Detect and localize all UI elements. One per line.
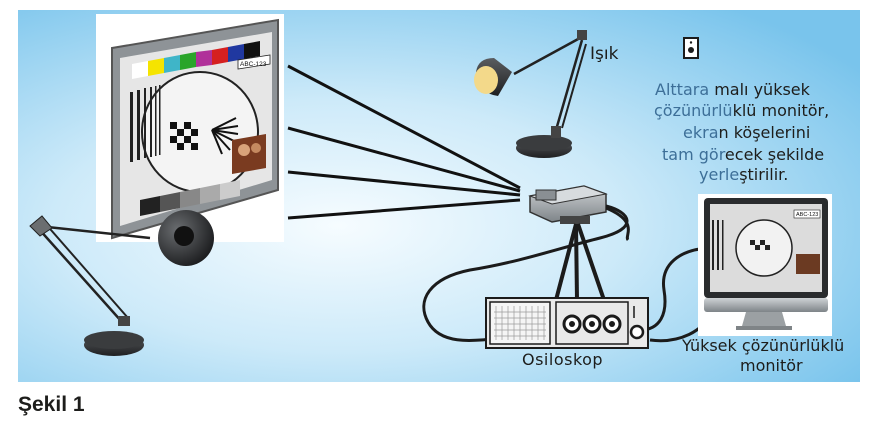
lamp-left (29, 210, 214, 356)
note-line-1: Alttara malı yüksek (655, 80, 810, 99)
oscilloscope-label: Osiloskop (522, 350, 604, 369)
speaker-icon (683, 37, 699, 59)
note-line-4-part-a: tam gör (662, 145, 725, 164)
figure-caption: Şekil 1 (18, 393, 85, 416)
note-line-3: ekran köşelerini (683, 123, 810, 142)
lamp-right (474, 30, 587, 158)
chart-label-2: ABC-123 (796, 212, 818, 218)
note-line-2: çözünürlüklü monitör, (654, 101, 829, 120)
camera (528, 185, 608, 224)
monitor-label-line-1: Yüksek çözünürlüklü (682, 336, 845, 355)
note-line-3-part-b: n köşelerini (718, 123, 811, 142)
monitor: ABC-123 (698, 194, 832, 336)
note-line-5-part-b: ştirilir. (739, 165, 789, 184)
note-line-5: yerleştirilir. (699, 165, 788, 184)
note-line-1-part-a: Alttara (655, 80, 710, 99)
oscilloscope (485, 297, 649, 349)
sight-lines (287, 64, 521, 220)
light-label: Işık (590, 44, 619, 64)
note-line-4-part-b: ecek şekilde (724, 145, 825, 164)
note-line-4: tam görecek şekilde (662, 145, 824, 164)
test-chart-board: ABC-123 (111, 18, 279, 240)
chart-label-1: ABC-123 (240, 61, 267, 68)
monitor-label-line-2: monitör (740, 356, 803, 375)
note-line-3-part-a: ekra (683, 123, 719, 142)
note-line-5-part-a: yerle (699, 165, 740, 184)
note-line-1-part-b: malı yüksek (709, 80, 810, 99)
note-line-2-part-a: çözünürlü (654, 101, 733, 120)
tripod (554, 223, 606, 301)
note-line-2-part-b: klü monitör, (732, 101, 830, 120)
